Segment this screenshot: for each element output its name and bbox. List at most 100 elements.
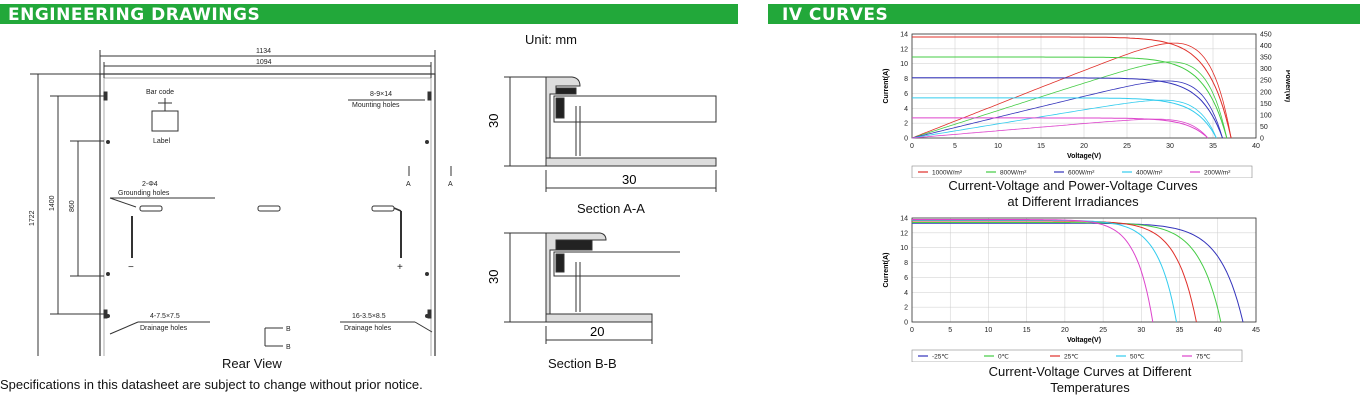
drain-right-qty: 16-3.5×8.5 [352, 313, 386, 320]
x-tick-label: 0 [910, 327, 914, 334]
x-tick-label: 30 [1137, 327, 1145, 334]
y-tick-label: 0 [904, 136, 908, 143]
legend-entry: 0℃ [998, 354, 1010, 361]
y2-tick-label: 450 [1260, 32, 1272, 39]
x-tick-label: 30 [1166, 143, 1174, 150]
plus-sign: + [397, 262, 403, 273]
section-bb-height: 30 [486, 270, 501, 284]
y-tick-label: 10 [900, 245, 908, 252]
drain-left-text: Drainage holes [140, 325, 188, 332]
y-tick-label: 10 [900, 61, 908, 68]
iv-curve-series-2 [912, 77, 1223, 139]
section-aa-drawing: 30 30 [486, 76, 717, 192]
x-tick-label: 25 [1123, 143, 1131, 150]
y-tick-label: 14 [900, 216, 908, 223]
mounting-holes-text: Mounting holes [352, 102, 400, 109]
marker-b-bottom: B [286, 344, 291, 351]
x-axis-label: Voltage(V) [1067, 153, 1101, 160]
y-tick-label: 6 [904, 275, 908, 282]
y-tick-label: 8 [904, 76, 908, 83]
pv-curve-series-3 [911, 99, 1217, 139]
temperature-chart-title-line2: Temperatures [1050, 380, 1130, 395]
legend-entry: 50℃ [1130, 354, 1145, 361]
x-tick-label: 15 [1023, 327, 1031, 334]
dim-height: 1722 [29, 210, 36, 226]
temperature-chart-title-line1: Current-Voltage Curves at Different [988, 364, 1192, 379]
legend-entry: 25℃ [1064, 354, 1079, 361]
x-tick-label: 35 [1176, 327, 1184, 334]
legend-entry: 1000W/m² [932, 170, 963, 177]
x-tick-label: 0 [910, 143, 914, 150]
mounting-qty: 8-9×14 [370, 91, 392, 98]
y-tick-label: 4 [904, 290, 908, 297]
rear-view-caption: Rear View [222, 356, 282, 371]
x-tick-label: 25 [1099, 327, 1107, 334]
y2-tick-label: 400 [1260, 43, 1272, 50]
marker-b-top: B [286, 326, 291, 333]
label-text: Label [153, 138, 171, 145]
y-tick-label: 2 [904, 305, 908, 312]
y-axis-label: Current(A) [883, 253, 890, 288]
x-tick-label: 20 [1080, 143, 1088, 150]
pv-curve-series-4 [911, 118, 1209, 139]
barcode-text: Bar code [146, 89, 174, 96]
x-tick-label: 10 [985, 327, 993, 334]
x-tick-label: 5 [953, 143, 957, 150]
y2-tick-label: 300 [1260, 66, 1272, 73]
y-tick-label: 0 [904, 320, 908, 327]
x-axis-label: Voltage(V) [1067, 337, 1101, 344]
disclaimer: Specifications in this datasheet are sub… [0, 377, 423, 392]
y-tick-label: 2 [904, 121, 908, 128]
irradiance-chart-title-line2: at Different Irradiances [1007, 194, 1139, 209]
x-tick-label: 10 [994, 143, 1002, 150]
legend-entry: 600W/m² [1068, 170, 1095, 177]
iv-curve-series-3 [912, 97, 1217, 139]
y2-tick-label: 350 [1260, 55, 1272, 62]
x-tick-label: 40 [1214, 327, 1222, 334]
x-tick-label: 5 [948, 327, 952, 334]
legend-entry: 800W/m² [1000, 170, 1027, 177]
dim-outer-width: 1134 [256, 48, 271, 55]
pv-curve-series-0 [911, 42, 1232, 139]
x-tick-label: 20 [1061, 327, 1069, 334]
y2-axis-label: Power(W) [1284, 70, 1290, 102]
marker-a-left: A [406, 181, 411, 188]
y-tick-label: 8 [904, 260, 908, 267]
iv-curve-series-1 [912, 222, 1222, 323]
temperature-chart-title: Current-Voltage Curves at Different Temp… [905, 364, 1275, 396]
irradiance-chart-title-line1: Current-Voltage and Power-Voltage Curves [948, 178, 1198, 193]
drain-right-text: Drainage holes [344, 325, 392, 332]
unit-label: Unit: mm [525, 32, 577, 47]
grounding-holes-text: Grounding holes [118, 190, 170, 197]
legend-entry: -25℃ [932, 354, 949, 361]
iv-curve-series-0 [912, 222, 1244, 323]
section-aa-width: 30 [622, 172, 636, 187]
rear-view-drawing: 1134 1094 1722 1400 860 Bar code Label 8… [29, 48, 453, 356]
dim-1400: 1400 [49, 195, 56, 211]
drain-left-qty: 4-7.5×7.5 [150, 313, 180, 320]
y2-tick-label: 150 [1260, 101, 1272, 108]
y-tick-label: 6 [904, 91, 908, 98]
y-tick-label: 12 [900, 46, 908, 53]
section-bb-drawing: 30 20 [486, 232, 680, 344]
y2-tick-label: 200 [1260, 89, 1272, 96]
y2-tick-label: 100 [1260, 112, 1272, 119]
iv-curve-series-4 [912, 219, 1154, 323]
plot-frame [911, 217, 1257, 323]
irradiance-chart-title: Current-Voltage and Power-Voltage Curves… [878, 178, 1268, 210]
legend-box [911, 349, 1243, 362]
y-tick-label: 14 [900, 32, 908, 39]
y-axis-label: Current(A) [883, 69, 890, 104]
engineering-drawings-banner: ENGINEERING DRAWINGS [0, 4, 738, 25]
iv-curve-series-1 [912, 56, 1228, 139]
iv-curve-series-2 [912, 220, 1197, 323]
pv-curve-series-2 [911, 80, 1223, 139]
iv-curve-series-0 [912, 36, 1232, 139]
iv-curve-series-3 [912, 219, 1177, 323]
section-bb-caption: Section B-B [548, 356, 617, 371]
plot-frame [911, 33, 1257, 139]
iv-curve-series-4 [912, 117, 1209, 139]
grounding-qty: 2-Φ4 [142, 181, 158, 188]
section-bb-width: 20 [590, 324, 604, 339]
